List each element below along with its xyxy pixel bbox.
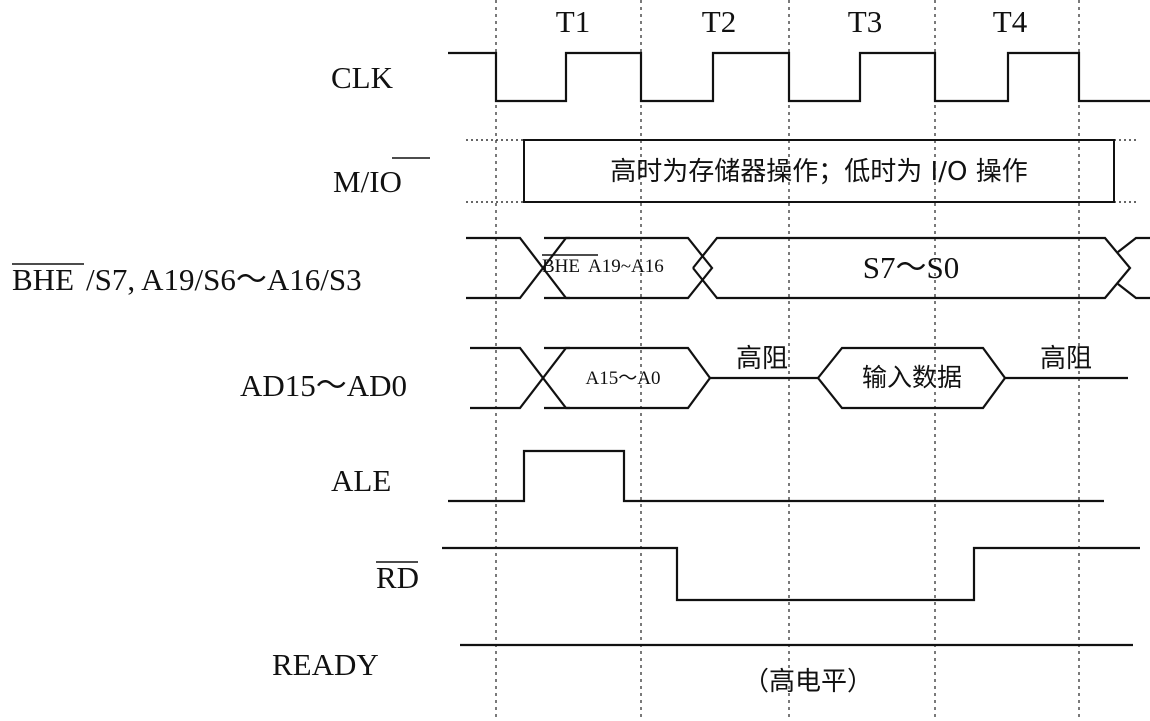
period-label-t3: T3: [848, 4, 882, 39]
rd-waveform: [442, 546, 1140, 602]
ale-waveform: [448, 449, 1104, 503]
ad-bus-waveform: [470, 346, 1128, 410]
high-impedance-label-2: 高阻: [1040, 344, 1092, 374]
high-impedance-label-1: 高阻: [736, 344, 788, 374]
signal-label-clk: CLK: [331, 60, 394, 95]
signal-label-ad: AD15～AD0: [240, 368, 407, 403]
address-label: A15～A0: [586, 368, 661, 389]
signal-label-mio: M/IO: [333, 164, 402, 199]
period-label-t4: T4: [993, 4, 1028, 39]
input-data-label: 输入数据: [862, 363, 962, 392]
period-label-t1: T1: [556, 4, 590, 39]
signal-label-rd: RD: [376, 560, 419, 595]
clk-waveform: [448, 51, 1150, 103]
signal-label-ale: ALE: [331, 463, 391, 498]
signal-label-bhe: BHE/S7, A19/S6～A16/S3: [12, 262, 362, 297]
period-label-t2: T2: [702, 4, 736, 39]
period-gridlines: [495, 0, 1080, 721]
ready-level-note: （高电平）: [743, 667, 873, 697]
mio-valid-box: [523, 139, 1115, 203]
status-bits-label: S7～S0: [863, 250, 959, 285]
bhe-bus-waveform: [466, 236, 1150, 300]
mio-description: 高时为存储器操作；低时为 I/O 操作: [610, 157, 1027, 187]
signal-label-ready: READY: [272, 647, 379, 682]
